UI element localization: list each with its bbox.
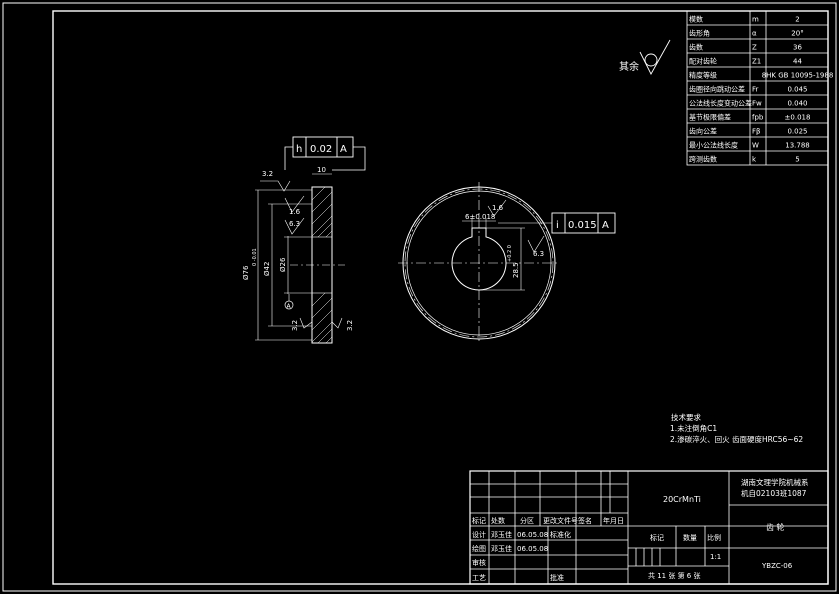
tb-design-date: 06.05.08: [517, 531, 548, 539]
param-name: 精度等级: [689, 71, 717, 80]
side-tol-symbol: h: [296, 144, 302, 155]
param-name: 最小公法线长度: [689, 141, 738, 150]
side-tolerance-frame: h 0.02 A: [284, 136, 366, 171]
title-block: [469, 470, 829, 585]
param-value: 0.045: [787, 86, 807, 94]
param-name: 配对齿轮: [689, 57, 717, 66]
tb-draw-date: 06.05.08: [517, 545, 548, 553]
notes-title: 技术要求: [671, 412, 701, 422]
param-symbol: Fr: [752, 86, 759, 94]
param-symbol: k: [752, 156, 757, 164]
side-roughness-bottom-left: 3.2: [291, 320, 299, 331]
gear-bore: [451, 227, 507, 291]
param-value: 13.788: [785, 142, 810, 150]
side-roughness-bottom-right: 3.2: [346, 320, 354, 331]
tb-approve-label: 批准: [550, 573, 564, 582]
param-value: 36: [793, 44, 802, 52]
tb-stage-scale: 比例: [707, 533, 721, 542]
tb-stage-mark: 标记: [650, 533, 664, 542]
title-block-text: 20CrMnTi 湖南文理学院机械系 机自02103班1087 齿 轮 YBZC…: [472, 477, 809, 582]
param-name: 齿圈径向跳动公差: [689, 85, 745, 94]
side-tol-datum: A: [340, 144, 347, 155]
tb-material: 20CrMnTi: [663, 495, 701, 504]
tb-hdr-mark: 标记: [472, 516, 486, 525]
tb-draw-name: 邓玉佳: [491, 544, 512, 553]
front-keyway-depth: 28.5: [512, 262, 520, 278]
param-value: 20°: [791, 30, 803, 38]
roughness-other-label: 其余: [619, 60, 639, 73]
side-dim-bore: Ø26: [279, 257, 287, 272]
param-value: 2: [795, 16, 799, 24]
tb-hdr-sign: 签名: [578, 516, 592, 525]
tb-process-label: 工艺: [472, 574, 486, 582]
tb-hdr-zone: 分区: [520, 516, 534, 525]
parameter-table: 模数 m 2 齿形角 α 20° 齿数 Z 36 配对齿轮 Z1 44 精度等级 8HK GB 10095…: [686, 10, 834, 166]
front-tol-value: 0.015: [568, 220, 597, 231]
side-tol-value: 0.02: [310, 144, 332, 155]
param-value: 0.040: [787, 100, 807, 108]
tb-hdr-date: 年月日: [603, 516, 624, 525]
tb-drawing-no: YBZC-06: [761, 562, 793, 570]
roughness-other-symbol: 其余: [619, 39, 671, 75]
front-roughness-bore: 6.3: [533, 250, 544, 258]
front-roughness-key: 1.6: [492, 204, 504, 212]
side-roughness-face-1: 1.6: [289, 208, 301, 216]
tb-part-name: 齿 轮: [766, 522, 785, 532]
notes-item-1: 1.未注倒角C1: [670, 423, 717, 433]
side-datum: A: [287, 303, 292, 310]
param-symbol: Fβ: [752, 128, 761, 136]
param-value: 8HK GB 10095-1988: [762, 72, 834, 80]
param-name: 公法线长度变动公差: [689, 99, 752, 108]
tb-school-line2: 机自02103班1087: [741, 488, 807, 498]
side-dim-outer: Ø76: [242, 265, 250, 280]
tb-hdr-count: 处数: [491, 516, 505, 525]
tb-hdr-docno: 更改文件号: [543, 516, 578, 525]
technical-notes: 技术要求 1.未注倒角C1 2.渗碳淬火、回火 齿面硬度HRC56~62: [670, 412, 803, 444]
tb-design-std: 标准化: [550, 530, 571, 539]
param-symbol: α: [752, 30, 757, 38]
param-symbol: m: [752, 16, 759, 24]
tb-review-label: 审核: [472, 558, 486, 567]
front-view: 6±0.018 1.6 i 0.015 A 28.5 +0.2 0 6.3: [398, 182, 616, 344]
tb-draw-label: 绘图: [472, 544, 486, 553]
param-name: 基节极限偏差: [689, 113, 731, 122]
side-dim-hub: Ø42: [263, 262, 271, 276]
front-tolerance-frame: i 0.015 A: [498, 212, 616, 234]
tb-design-label: 设计: [472, 530, 486, 539]
side-dim-outer-tol: 0 -0.01: [252, 248, 258, 266]
param-symbol: fpb: [752, 114, 764, 122]
tb-stage-qty: 数量: [683, 533, 697, 542]
tb-sheets: 共 11 张 第 6 张: [648, 571, 701, 580]
side-view: h 0.02 A 10 3.2: [242, 136, 366, 344]
param-value: 5: [795, 156, 799, 164]
param-value: 0.025: [787, 128, 807, 136]
roughness-other-icon: [639, 39, 671, 75]
param-name: 齿向公差: [689, 127, 717, 136]
front-tol-datum: A: [602, 220, 609, 231]
inner-border: [52, 10, 829, 585]
front-keyway-depth-tol: +0.2 0: [507, 245, 513, 262]
param-name: 齿数: [689, 43, 703, 52]
notes-item-2: 2.渗碳淬火、回火 齿面硬度HRC56~62: [670, 434, 803, 444]
param-value: ±0.018: [785, 114, 811, 122]
side-dim-width: 10: [317, 166, 326, 174]
param-symbol: Z: [752, 44, 757, 52]
tb-design-name: 邓玉佳: [491, 530, 512, 539]
param-name: 模数: [689, 15, 703, 24]
param-symbol: W: [752, 142, 759, 150]
side-roughness-top: 3.2: [262, 170, 273, 178]
param-symbol: Fw: [752, 100, 762, 108]
front-keyway-width: 6±0.018: [465, 213, 495, 221]
tb-school-line1: 湖南文理学院机械系: [741, 477, 809, 487]
param-symbol: Z1: [752, 58, 761, 66]
param-name: 齿形角: [689, 29, 710, 38]
tb-scale: 1:1: [710, 553, 721, 561]
param-name: 跨测齿数: [689, 155, 717, 164]
param-value: 44: [793, 58, 802, 66]
side-roughness-face-2: 6.3: [289, 220, 300, 228]
front-tol-symbol: i: [556, 220, 559, 231]
